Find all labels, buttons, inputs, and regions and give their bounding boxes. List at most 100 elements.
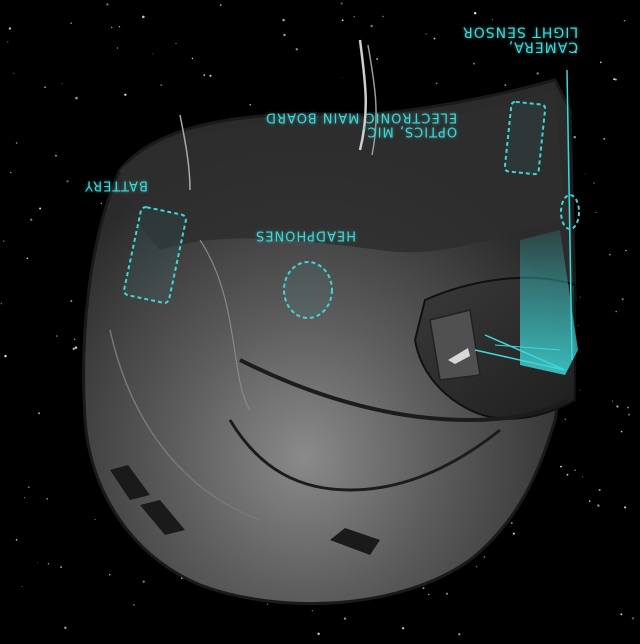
star — [0, 303, 2, 305]
star — [589, 500, 590, 501]
star — [192, 58, 193, 59]
star — [560, 466, 562, 468]
star — [473, 63, 475, 65]
star — [203, 74, 205, 76]
optics-label-line1: OPTICS, MIC, — [265, 124, 457, 138]
star — [609, 254, 611, 256]
star — [565, 419, 566, 420]
star — [283, 34, 285, 36]
star — [458, 633, 460, 635]
star — [632, 617, 634, 619]
star — [160, 84, 162, 86]
star — [55, 155, 57, 157]
star — [74, 339, 76, 341]
star — [426, 33, 427, 34]
optics-mic-board-outline — [504, 101, 545, 174]
star — [13, 73, 14, 74]
star — [428, 594, 430, 596]
star — [106, 3, 108, 5]
star — [625, 250, 626, 251]
star — [492, 19, 493, 20]
star — [10, 172, 11, 173]
star — [66, 180, 68, 182]
star — [446, 593, 448, 595]
star — [220, 4, 222, 6]
star — [573, 136, 576, 139]
star — [133, 604, 135, 606]
star — [44, 87, 45, 88]
star — [402, 627, 404, 629]
star — [621, 431, 623, 433]
star — [70, 300, 72, 302]
star — [615, 311, 617, 313]
star — [376, 58, 378, 60]
star — [109, 574, 110, 575]
star — [73, 348, 75, 350]
star — [143, 580, 145, 582]
star — [117, 47, 118, 48]
star — [344, 617, 346, 619]
star — [597, 504, 599, 506]
star — [296, 48, 298, 50]
star — [474, 12, 476, 14]
star — [578, 325, 579, 326]
star — [64, 627, 66, 629]
star — [622, 298, 624, 300]
star — [16, 142, 18, 144]
star — [513, 533, 515, 535]
star — [95, 519, 96, 520]
star — [60, 566, 61, 567]
star — [567, 474, 569, 476]
star — [119, 26, 120, 27]
star — [342, 19, 344, 21]
star — [585, 174, 586, 175]
star — [3, 240, 4, 242]
star — [423, 587, 425, 589]
star — [317, 633, 319, 635]
camera-light-sensor-label: CAMERA, LIGHT SENSOR — [462, 24, 578, 53]
star — [24, 497, 25, 498]
star — [312, 610, 313, 611]
headphones-label: HEADPHONES — [255, 228, 356, 242]
star — [282, 19, 285, 22]
star — [46, 498, 48, 500]
star — [536, 72, 538, 74]
star — [511, 522, 513, 524]
star — [600, 62, 602, 64]
star — [37, 562, 38, 563]
star — [354, 16, 355, 17]
star — [370, 25, 373, 28]
camera-label: CAMERA, — [462, 39, 578, 54]
star — [71, 23, 72, 24]
star — [61, 83, 62, 84]
star — [434, 38, 436, 40]
star — [580, 390, 581, 391]
battery-label: BATTERY — [84, 178, 148, 192]
star — [101, 203, 102, 204]
star — [504, 84, 506, 86]
star — [436, 82, 438, 84]
star — [48, 563, 49, 564]
star — [209, 75, 211, 77]
star — [628, 414, 630, 416]
optics-label-line2: ELECTRONIC MAIN BOARD — [265, 110, 457, 124]
star — [612, 401, 613, 402]
star — [615, 79, 617, 81]
star — [620, 613, 622, 615]
star — [613, 78, 615, 80]
star — [627, 407, 629, 409]
star — [75, 97, 78, 100]
star — [249, 104, 251, 106]
star — [624, 20, 626, 22]
star — [342, 77, 343, 78]
star — [21, 586, 22, 587]
star — [4, 355, 6, 357]
star — [582, 476, 583, 477]
star — [596, 212, 597, 213]
star — [7, 41, 8, 42]
star — [580, 297, 581, 298]
star — [56, 335, 58, 337]
star — [267, 603, 269, 605]
